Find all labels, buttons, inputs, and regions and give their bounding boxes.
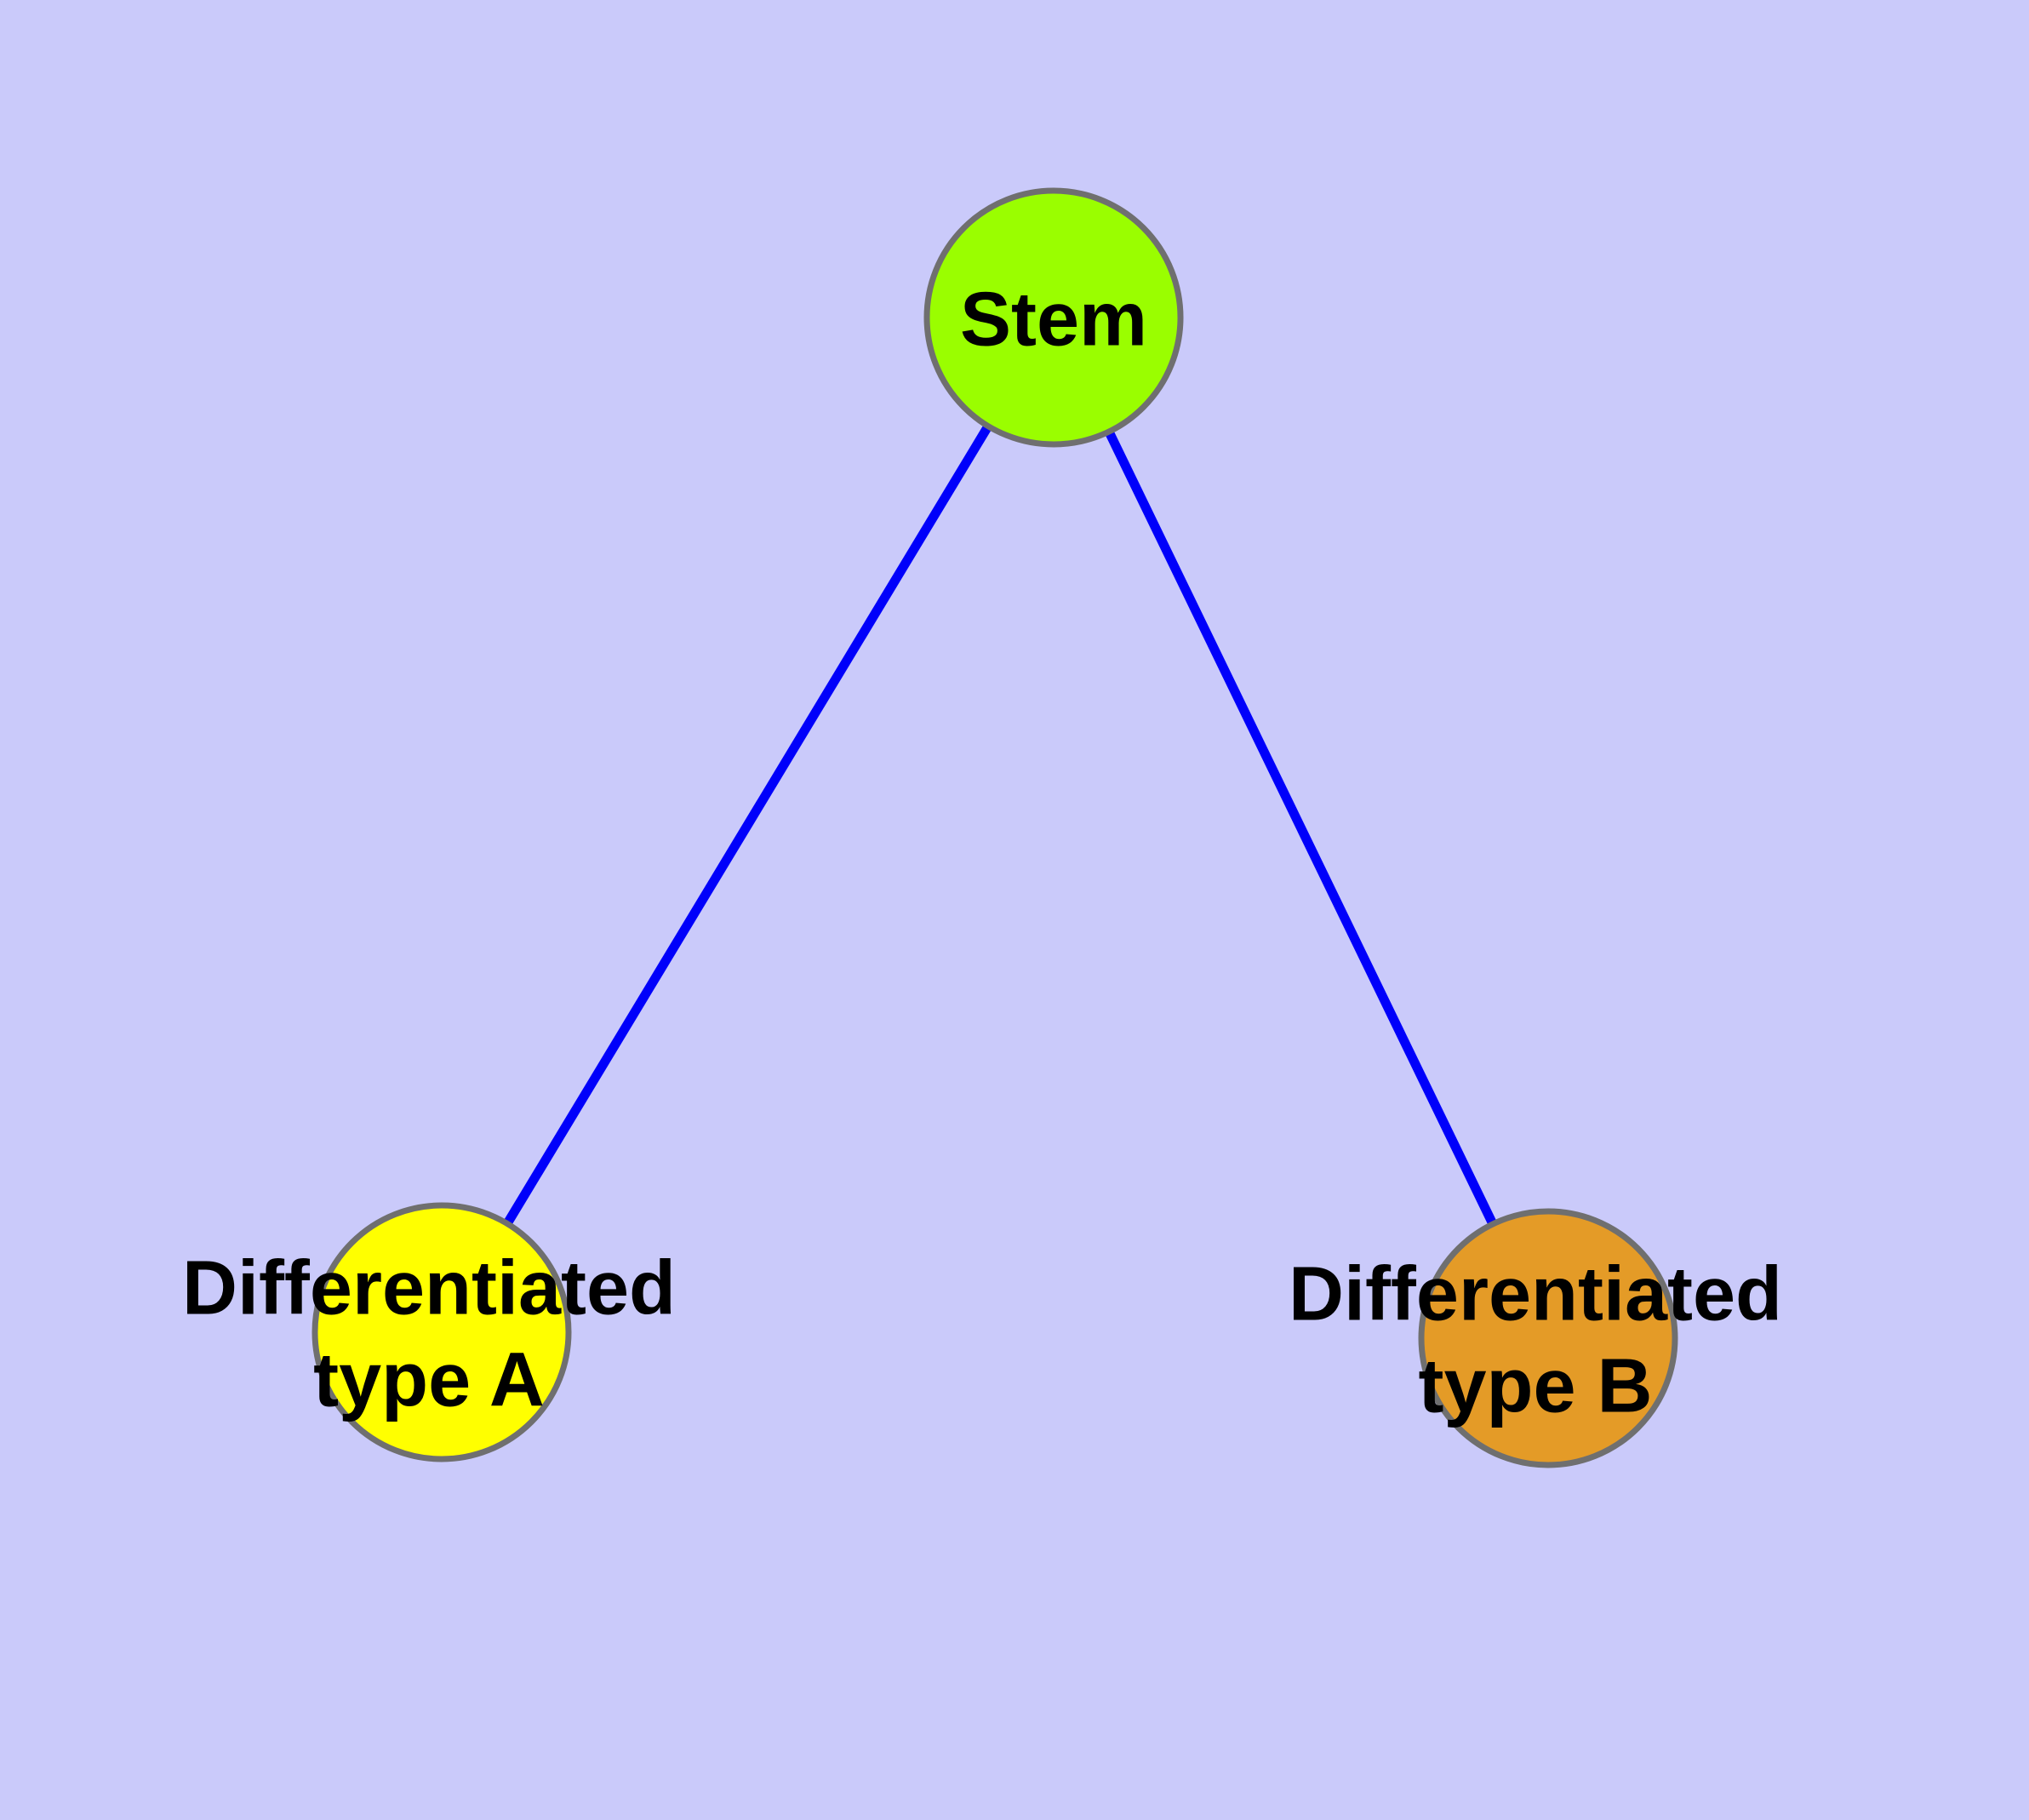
edge-stem-to-differentiated-type-b (1049, 315, 1552, 1341)
node-stem-circle (923, 187, 1184, 448)
node-differentiated-type-a-circle (311, 1202, 572, 1462)
node-stem-label: Stem (960, 277, 1147, 362)
node-differentiated-type-b-circle (1418, 1208, 1678, 1468)
edge-stem-to-differentiated-type-a (437, 315, 1058, 1335)
